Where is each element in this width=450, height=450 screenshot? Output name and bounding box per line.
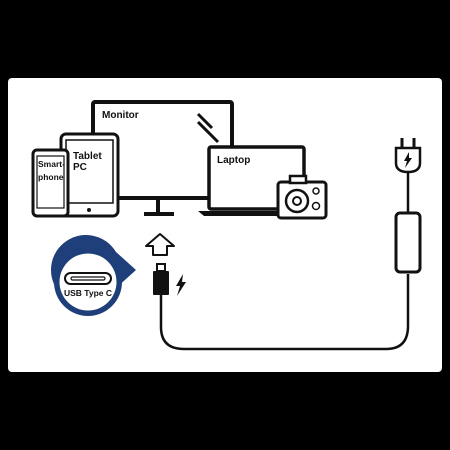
- usb-type-c-callout: [50, 234, 137, 316]
- tablet-icon: [59, 132, 120, 218]
- usb-c-plug-icon: [153, 263, 169, 295]
- smartphone-icon: [31, 148, 70, 218]
- up-arrow-icon: [145, 233, 175, 256]
- usb-type-c-label: USB Type C: [64, 288, 112, 298]
- cable: [159, 274, 410, 351]
- laptop-label: Laptop: [217, 155, 250, 166]
- phone-label-line2: phone: [38, 172, 64, 182]
- power-plug-icon: [394, 138, 422, 174]
- camera-icon: [276, 174, 328, 220]
- phone-label-line1: Smart-: [38, 159, 65, 169]
- lightning-icon: [176, 274, 186, 296]
- tablet-label-line1: Tablet: [73, 151, 102, 162]
- monitor-label: Monitor: [102, 110, 139, 121]
- tablet-label-line2: PC: [73, 162, 87, 173]
- power-adapter-icon: [394, 211, 422, 274]
